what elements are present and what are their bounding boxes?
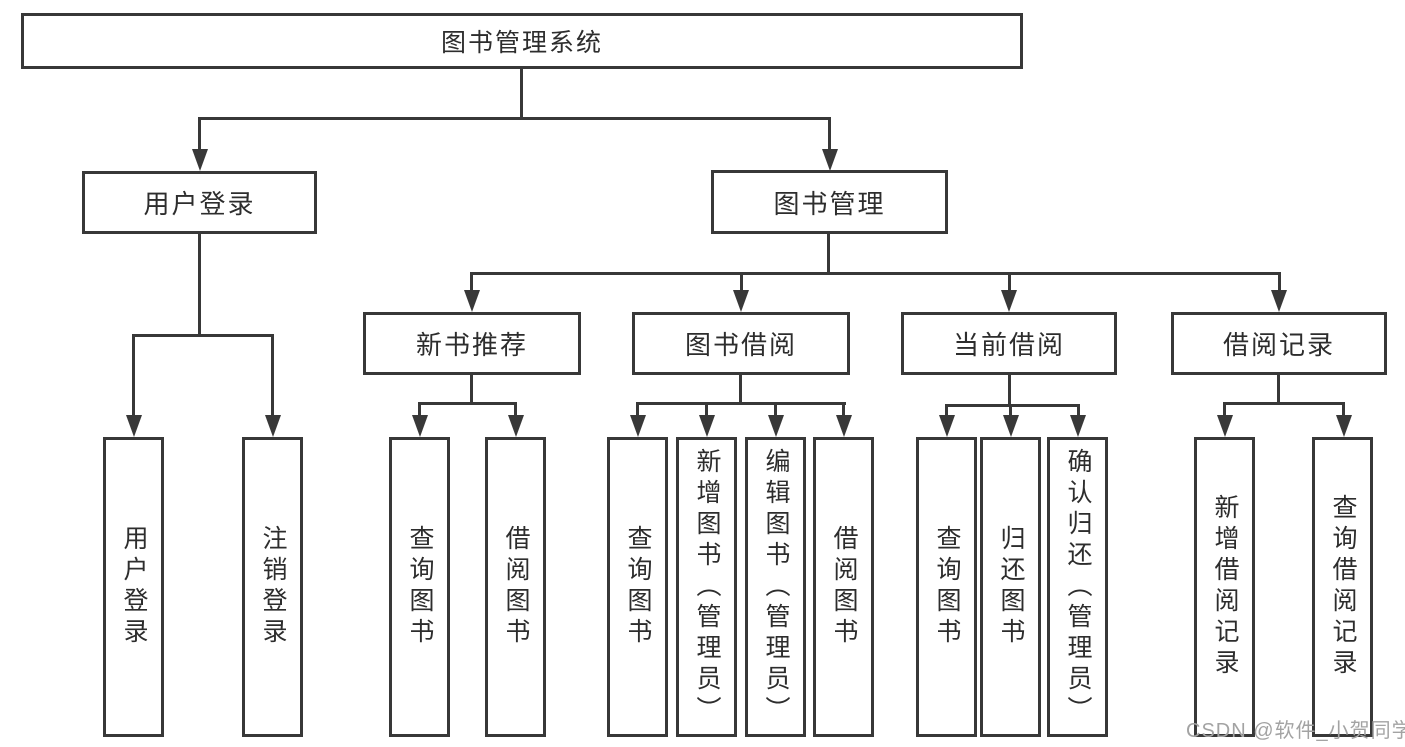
arrowhead-icon [1003,415,1019,437]
leaf-label: 查询借阅记录 [1329,494,1357,680]
leaf-label: 借阅图书 [830,525,858,649]
connector-level3-bus [470,272,1281,275]
connector-book-management-stub [827,234,830,275]
arrowhead-icon [464,290,480,312]
leaf-borrow-book-2: 借阅图书 [813,437,874,737]
connector-level2-bus [198,117,831,120]
connector-drop-book-management [828,117,831,150]
arrowhead-icon [508,415,524,437]
arrowhead-icon [265,415,281,437]
arrowhead-icon [1271,290,1287,312]
leaf-edit-book-admin: 编辑图书（管理员） [745,437,806,737]
arrowhead-icon [126,415,142,437]
arrowhead-icon [939,415,955,437]
connector-drop-leaf [132,334,135,415]
node-user-login: 用户登录 [82,171,317,234]
node-user-login-label: 用户登录 [143,189,256,219]
arrowhead-icon [1070,415,1086,437]
node-book-management-label: 图书管理 [773,188,886,219]
node-book-borrow-label: 图书借阅 [684,330,797,360]
node-book-management: 图书管理 [711,170,948,234]
leaf-label: 确认归还（管理员） [1064,447,1092,727]
connector-new-book-stub [470,375,473,405]
connector-borrow-record-stub [1277,375,1280,405]
arrowhead-icon [733,290,749,312]
leaf-label: 用户登录 [120,525,148,649]
connector-drop-leaf [418,402,421,415]
connector-new-book-bus [418,402,517,405]
arrowhead-icon [192,149,208,171]
connector-book-borrow-bus [636,402,846,405]
leaf-label: 查询图书 [406,525,434,649]
connector-borrow-record-bus [1223,402,1345,405]
connector-root-stub [520,69,523,120]
leaf-query-book-1: 查询图书 [389,437,450,737]
connector-drop-leaf [1342,402,1345,415]
arrowhead-icon [768,415,784,437]
connector-drop-leaf [636,402,639,415]
leaf-label: 查询图书 [624,525,652,649]
node-current-borrow: 当前借阅 [901,312,1117,375]
connector-drop-leaf [1009,404,1012,415]
arrowhead-icon [630,415,646,437]
connector-book-borrow-stub [739,375,742,405]
connector-user-login-stub [198,234,201,335]
leaf-return-book: 归还图书 [980,437,1041,737]
leaf-query-book-2: 查询图书 [607,437,668,737]
node-current-borrow-label: 当前借阅 [952,330,1065,360]
connector-current-borrow-bus [945,404,1080,407]
connector-drop-leaf [842,402,845,415]
leaf-user-login: 用户登录 [103,437,164,737]
node-new-book-recommend: 新书推荐 [363,312,581,375]
connector-drop-leaf [514,402,517,415]
arrowhead-icon [836,415,852,437]
connector-drop-leaf [705,402,708,415]
leaf-label: 编辑图书（管理员） [762,447,790,727]
connector-drop-level3 [740,272,743,292]
arrowhead-icon [412,415,428,437]
leaf-label: 新增图书（管理员） [693,447,721,727]
node-root-label: 图书管理系统 [440,29,603,57]
connector-user-login-bus [132,334,274,337]
leaf-query-borrow-record: 查询借阅记录 [1312,437,1373,737]
connector-current-borrow-stub [1008,375,1011,407]
connector-drop-leaf [1223,402,1226,415]
leaf-query-book-3: 查询图书 [916,437,977,737]
leaf-logout: 注销登录 [242,437,303,737]
node-root: 图书管理系统 [21,13,1023,69]
arrowhead-icon [822,149,838,171]
leaf-confirm-return-admin: 确认归还（管理员） [1047,437,1108,737]
node-book-borrow: 图书借阅 [632,312,850,375]
leaf-label: 归还图书 [997,525,1025,649]
arrowhead-icon [1001,290,1017,312]
connector-drop-leaf [774,402,777,415]
leaf-label: 查询图书 [933,525,961,649]
leaf-add-borrow-record: 新增借阅记录 [1194,437,1255,737]
connector-drop-leaf [271,334,274,415]
leaf-add-book-admin: 新增图书（管理员） [676,437,737,737]
arrowhead-icon [1217,415,1233,437]
connector-drop-leaf [945,404,948,415]
watermark: CSDN @软件_小贺同学 [1186,720,1405,742]
leaf-label: 借阅图书 [502,525,530,649]
node-new-book-recommend-label: 新书推荐 [415,330,528,360]
arrowhead-icon [699,415,715,437]
connector-drop-level3 [1278,272,1281,292]
leaf-label: 新增借阅记录 [1211,494,1239,680]
connector-drop-level3 [470,272,473,292]
leaf-label: 注销登录 [259,525,287,649]
connector-drop-leaf [1077,404,1080,415]
connector-drop-user-login [198,117,201,150]
arrowhead-icon [1336,415,1352,437]
leaf-borrow-book-1: 借阅图书 [485,437,546,737]
node-borrow-record-label: 借阅记录 [1222,330,1335,360]
connector-drop-level3 [1008,272,1011,292]
node-borrow-record: 借阅记录 [1171,312,1387,375]
